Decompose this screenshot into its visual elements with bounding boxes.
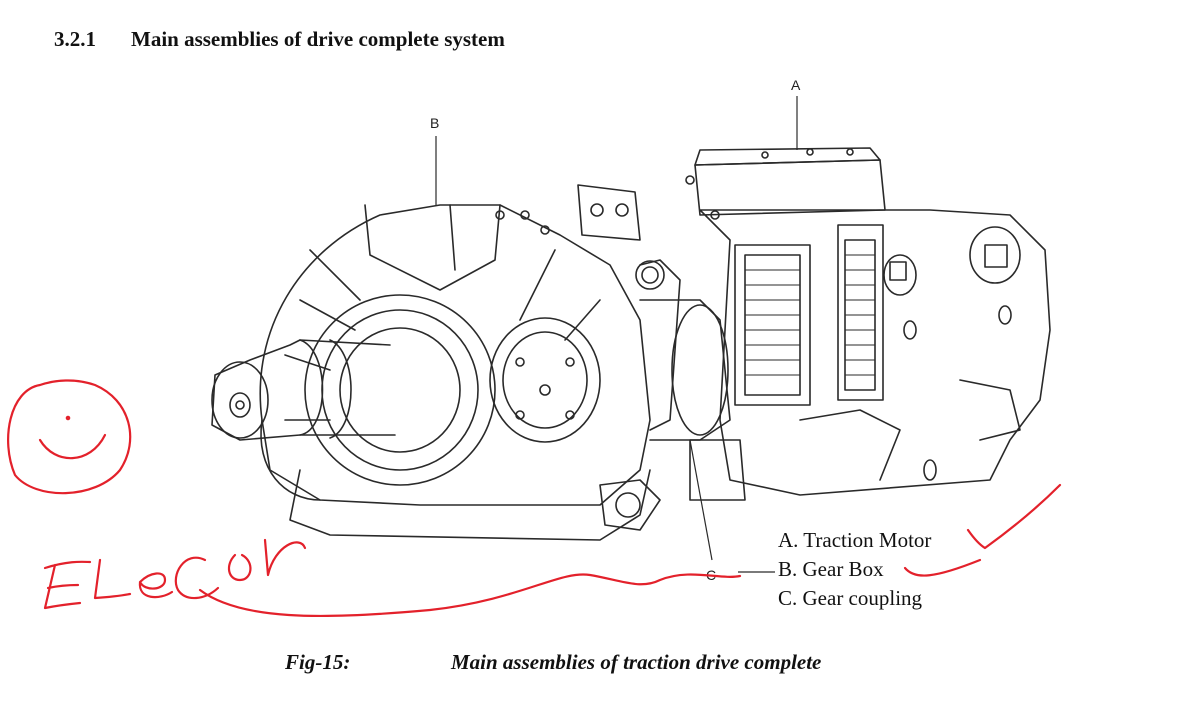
scribble-signature [43, 560, 92, 610]
smiley-doodle [7, 379, 132, 495]
section-heading: 3.2.1 Main assemblies of drive complete s… [54, 27, 505, 52]
callout-a: A [791, 77, 801, 93]
legend-item-traction-motor: A. Traction Motor [778, 528, 932, 552]
callout-b: B [430, 115, 439, 131]
section-title: Main assemblies of drive complete system [131, 27, 505, 51]
gear-coupling [639, 299, 731, 441]
output-shaft [211, 339, 396, 441]
legend-item-gear-box: B. Gear Box [778, 557, 884, 581]
gearbox-housing [259, 204, 651, 506]
motor-vent-grille [734, 244, 811, 406]
figure-title: Main assemblies of traction drive comple… [451, 650, 822, 674]
check-mark [966, 483, 1062, 550]
traction-motor-housing [699, 209, 1051, 496]
legend-item-gear-coupling: C. Gear coupling [778, 586, 923, 610]
figure-legend: A. Traction Motor B. Gear Box C. Gear co… [778, 526, 931, 613]
gearbox-flange [304, 294, 496, 486]
underline-wave [198, 573, 742, 618]
figure-number: Fig-15: [285, 650, 351, 674]
gear-cover [489, 317, 601, 443]
section-number: 3.2.1 [54, 27, 96, 51]
terminal-box [694, 159, 886, 216]
handwritten-annotation [7, 379, 1062, 618]
